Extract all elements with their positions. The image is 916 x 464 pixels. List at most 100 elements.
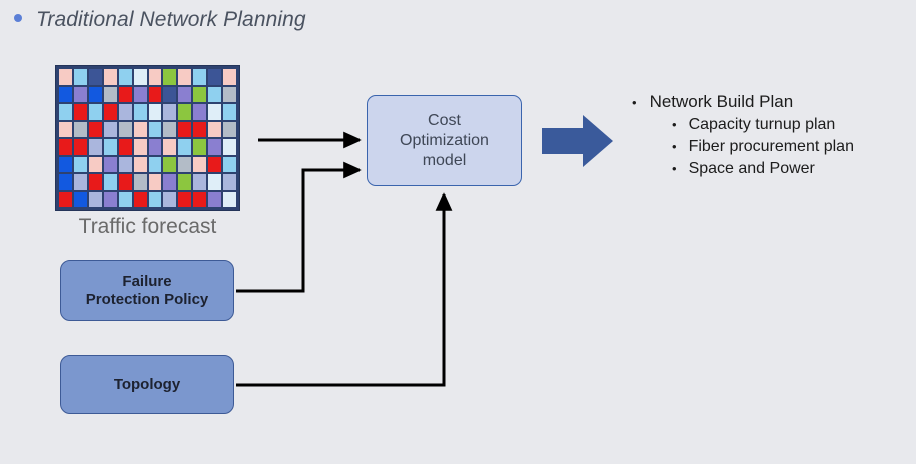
heatmap-cell [193, 86, 207, 102]
heatmap-cell [73, 86, 87, 102]
page-title-text: Traditional Network Planning [36, 8, 306, 31]
traffic-forecast-heatmap [55, 65, 240, 211]
heatmap-cell [148, 104, 162, 120]
heatmap-cell [223, 191, 236, 207]
output-item-2: • Space and Power [672, 160, 854, 178]
heatmap-cell [208, 86, 222, 102]
heatmap-cell [88, 156, 102, 172]
heatmap-cell [163, 156, 177, 172]
heatmap-cell [208, 191, 222, 207]
heatmap-cell [208, 104, 222, 120]
policy-label-line2: Protection Policy [85, 290, 209, 308]
traffic-forecast-figure: Traffic forecast [55, 65, 240, 239]
heatmap-cell [133, 191, 147, 207]
heatmap-cell [103, 156, 117, 172]
heatmap-cell [133, 86, 147, 102]
heatmap-cell [103, 191, 117, 207]
heatmap-cell [178, 69, 192, 85]
heatmap-cell [178, 121, 192, 137]
heatmap-cell [193, 139, 207, 155]
heatmap-cell [193, 121, 207, 137]
heatmap-cell [178, 86, 192, 102]
heatmap-cell [59, 156, 72, 172]
heatmap-cell [223, 104, 236, 120]
heatmap-cell [103, 121, 117, 137]
heatmap-cell [88, 121, 102, 137]
heatmap-cell [208, 121, 222, 137]
heatmap-cell [118, 121, 132, 137]
heatmap-cell [163, 139, 177, 155]
heatmap-cell [193, 156, 207, 172]
heatmap-cell [103, 104, 117, 120]
heatmap-cell [148, 121, 162, 137]
heatmap-cell [208, 174, 222, 190]
heatmap-cell [163, 86, 177, 102]
page-title: Traditional Network Planning [14, 8, 306, 32]
heatmap-cell [59, 69, 72, 85]
heatmap-cell [223, 174, 236, 190]
output-network-build-plan: • Network Build Plan • Capacity turnup p… [632, 92, 854, 178]
heatmap-cell [88, 69, 102, 85]
heatmap-cell [208, 156, 222, 172]
model-label: Cost Optimization model [400, 111, 489, 171]
heatmap-cell [223, 69, 236, 85]
heatmap-cell [223, 86, 236, 102]
heatmap-cell [208, 139, 222, 155]
heatmap-cell [163, 104, 177, 120]
heatmap-cell [178, 139, 192, 155]
heatmap-cell [59, 191, 72, 207]
heatmap-cell [73, 121, 87, 137]
heatmap-cell [163, 69, 177, 85]
heatmap-cell [178, 191, 192, 207]
heatmap-cell [103, 139, 117, 155]
heatmap-cell [88, 174, 102, 190]
heatmap-cell [148, 156, 162, 172]
heatmap-cell [73, 174, 87, 190]
output-item-1: • Fiber procurement plan [672, 138, 854, 156]
heatmap-cell [163, 121, 177, 137]
heatmap-cell [193, 174, 207, 190]
traffic-forecast-label: Traffic forecast [78, 215, 217, 238]
heatmap-cell [73, 69, 87, 85]
heatmap-cell [88, 191, 102, 207]
bullet-icon: • [672, 117, 677, 132]
heatmap-cell [133, 139, 147, 155]
heatmap-cell [223, 156, 236, 172]
output-block-arrow-icon [542, 115, 613, 167]
heatmap-cell [223, 121, 236, 137]
heatmap-cell [163, 191, 177, 207]
heatmap-cell [148, 139, 162, 155]
heatmap-cell [59, 139, 72, 155]
node-failure-protection-policy[interactable]: Failure Protection Policy [60, 260, 234, 321]
node-failure-protection-policy-label: Failure Protection Policy [86, 273, 209, 309]
bullet-icon: • [672, 139, 677, 154]
node-topology[interactable]: Topology [60, 355, 234, 414]
heatmap-cell [103, 174, 117, 190]
model-label-line1: Cost [428, 111, 461, 129]
heatmap-cell [118, 86, 132, 102]
heatmap-cell [133, 104, 147, 120]
heatmap-cell [73, 191, 87, 207]
heatmap-cell [118, 69, 132, 85]
heatmap-cell [193, 69, 207, 85]
heatmap-cell [73, 139, 87, 155]
heatmap-cell [133, 156, 147, 172]
node-cost-optimization-model[interactable]: Cost Optimization model [367, 95, 522, 186]
heatmap-cell [178, 156, 192, 172]
heatmap-cell [133, 69, 147, 85]
heatmap-cell [118, 104, 132, 120]
model-label-line2: Optimization [400, 131, 489, 149]
heatmap-cell [148, 174, 162, 190]
heatmap-cell [88, 104, 102, 120]
node-topology-label: Topology [113, 375, 181, 393]
title-bullet-icon [14, 14, 22, 22]
heatmap-cell [178, 104, 192, 120]
heatmap-cell [73, 104, 87, 120]
arrow-policy-to-model [236, 161, 362, 293]
heatmap-cell [133, 121, 147, 137]
heatmap-cell [59, 86, 72, 102]
heatmap-cell [223, 139, 236, 155]
heatmap-cell [148, 191, 162, 207]
heatmap-cell [73, 156, 87, 172]
heatmap-cell [59, 104, 72, 120]
